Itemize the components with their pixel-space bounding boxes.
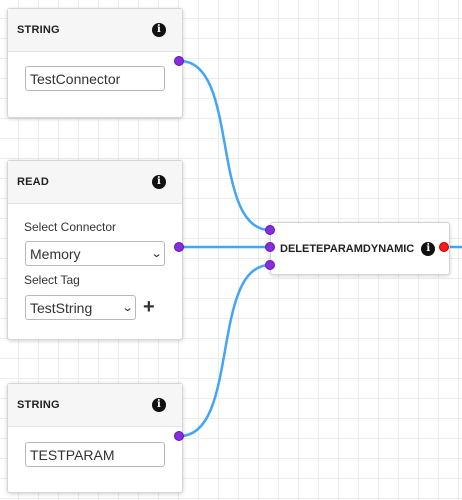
info-icon[interactable]: i <box>152 23 166 37</box>
input-port-3[interactable] <box>265 260 275 270</box>
string-value-text: TestConnector <box>30 70 121 87</box>
string-node-param[interactable]: STRING i TESTPARAM <box>7 383 183 493</box>
string-node-connector[interactable]: STRING i TestConnector <box>7 8 183 118</box>
info-icon[interactable]: i <box>421 241 436 256</box>
info-icon[interactable]: i <box>152 398 166 412</box>
chevron-down-icon: ⌄ <box>150 248 163 260</box>
output-port[interactable] <box>174 242 184 252</box>
deleteparamdynamic-node[interactable]: DELETEPARAMDYNAMIC i <box>270 222 450 275</box>
string-value-input[interactable]: TESTPARAM <box>25 442 165 467</box>
wire-connector-to-delete <box>179 59 271 232</box>
output-port[interactable] <box>174 56 184 66</box>
read-node[interactable]: READ i Select Connector Memory ⌄ Select … <box>7 160 183 340</box>
node-title: STRING <box>17 24 60 36</box>
node-header: STRING i <box>8 384 182 427</box>
info-icon[interactable]: i <box>152 175 166 189</box>
node-header: STRING i <box>8 9 182 52</box>
connector-select-value: Memory <box>30 245 81 262</box>
input-port-2[interactable] <box>265 242 275 252</box>
node-title: DELETEPARAMDYNAMIC <box>280 242 415 255</box>
select-tag-label: Select Tag <box>24 273 80 287</box>
node-title: STRING <box>17 399 60 411</box>
wire-param-to-delete <box>179 263 271 438</box>
node-header: READ i <box>8 161 182 204</box>
add-tag-button[interactable]: + <box>143 296 155 318</box>
string-value-input[interactable]: TestConnector <box>25 66 165 91</box>
string-value-text: TESTPARAM <box>30 446 115 463</box>
tag-select-value: TestString <box>30 299 93 316</box>
input-port-1[interactable] <box>265 225 275 235</box>
connector-select[interactable]: Memory ⌄ <box>25 241 165 266</box>
output-port[interactable] <box>174 431 184 441</box>
tag-select[interactable]: TestString ⌄ <box>25 295 136 320</box>
node-title: READ <box>17 176 49 188</box>
output-port[interactable] <box>439 242 449 252</box>
select-connector-label: Select Connector <box>24 220 117 234</box>
chevron-down-icon: ⌄ <box>121 302 134 314</box>
node-header: DELETEPARAMDYNAMIC i <box>271 223 449 274</box>
